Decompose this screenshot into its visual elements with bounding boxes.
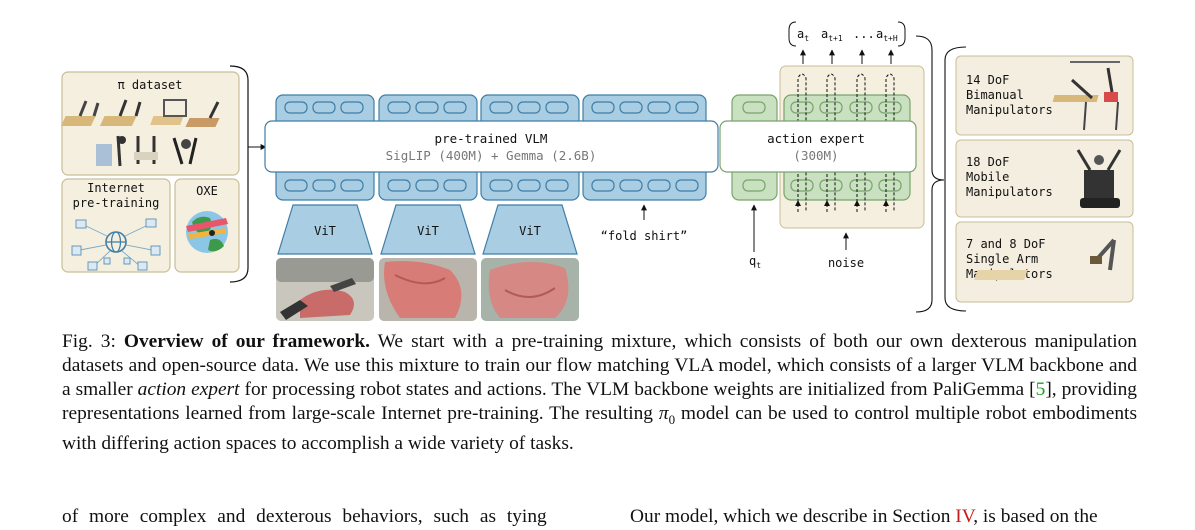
caption-part3: ], providing representations learned fro… — [62, 379, 1137, 424]
body-text-right: Our model, which we describe in Section … — [630, 506, 1140, 528]
robot-line: Mobile — [966, 170, 1009, 184]
action-label: at+1 — [821, 27, 843, 43]
bimanual-robot-icon — [1052, 61, 1120, 131]
svg-text:Bimanual: Bimanual — [966, 88, 1024, 102]
mobile-robot-icon — [1076, 149, 1122, 208]
vit-block — [277, 204, 373, 255]
oxe-panel: OXE — [174, 178, 240, 273]
dataset-bracket — [229, 65, 249, 283]
pretrained-vlm-bar: pre-trained VLM SigLIP (400M) + Gemma (2… — [264, 120, 719, 173]
vit-block — [380, 204, 476, 255]
prompt-text: “fold shirt” — [601, 229, 688, 243]
action-expert-subtitle: (300M) — [793, 148, 838, 163]
action-label: at+H — [876, 27, 898, 43]
robot-line: 18 DoF — [966, 155, 1009, 169]
robot-line: Single Arm — [966, 252, 1038, 266]
body-text-left: of more complex and dexterous behaviors,… — [62, 506, 547, 527]
oxe-globe-icon — [186, 211, 228, 253]
robot-panel: 18 DoF Mobile Manipulators — [955, 139, 1134, 218]
figure-caption: Fig. 3: Overview of our framework. We st… — [62, 330, 1137, 456]
robot-line: Bimanual — [966, 88, 1024, 102]
caption-part2: for processing robot states and actions.… — [239, 379, 1036, 400]
robot-panel: 7 and 8 DoF Single Arm Manipulators — [955, 221, 1134, 303]
robot-line: Manipulators — [966, 103, 1053, 117]
caption-pi: π — [658, 403, 669, 424]
flow-dashed-arrows — [797, 73, 895, 212]
caption-part1: We start with a pre-training mixture, wh… — [62, 331, 1137, 400]
state-label: qt — [749, 254, 761, 270]
caption-emph: action expert — [137, 379, 240, 400]
caption-part4: model can be used to control multiple ro… — [62, 403, 1137, 454]
camera-image-1 — [276, 258, 374, 321]
single-arm-robot-icon — [974, 238, 1116, 280]
svg-text:14 DoF: 14 DoF — [966, 73, 1009, 87]
pi-robot-thumbnails — [60, 99, 220, 167]
vit-label: ViT — [519, 224, 541, 238]
svg-text:Manipulators: Manipulators — [966, 103, 1053, 117]
robot-panel: 14 DoF Bimanual Manipulators — [955, 55, 1134, 136]
internet-label-line1: Internet — [87, 181, 145, 195]
vlm-title: pre-trained VLM — [435, 131, 548, 146]
noise-label: noise — [828, 256, 864, 270]
camera-image-2 — [379, 258, 477, 321]
caption-title: Overview of our framework. — [123, 331, 370, 352]
internet-label-line2: pre-training — [73, 196, 160, 210]
svg-text:18 DoF: 18 DoF — [966, 155, 1009, 169]
vit-label: ViT — [417, 224, 439, 238]
svg-text:Single Arm: Single Arm — [966, 252, 1038, 266]
camera-image-3 — [481, 258, 579, 321]
camera-images — [276, 258, 579, 321]
body-right-post: , is based on the — [973, 506, 1098, 527]
robot-line: 7 and 8 DoF — [966, 237, 1045, 251]
framework-figure: π dataset — [60, 21, 1134, 321]
svg-text:7 and 8 DoF: 7 and 8 DoF — [966, 237, 1045, 251]
vit-block — [482, 204, 578, 255]
pi-dataset-panel: π dataset — [60, 71, 240, 176]
svg-text:Mobile: Mobile — [966, 170, 1009, 184]
body-right-pre: Our model, which we describe in Section — [630, 506, 956, 527]
vlm-subtitle: SigLIP (400M) + Gemma (2.6B) — [386, 148, 597, 163]
robot-line: 14 DoF — [966, 73, 1009, 87]
action-expert-bar: action expert (300M) — [719, 120, 917, 173]
pi-dataset-label: π dataset — [117, 78, 182, 92]
action-label: at — [797, 27, 809, 43]
robot-panel-bracket — [944, 46, 967, 312]
caption-prefix: Fig. 3: — [62, 331, 124, 352]
internet-pretraining-panel: Internet pre-training — [61, 178, 171, 273]
vit-encoders: ViT ViT ViT — [277, 204, 578, 255]
section-link[interactable]: IV — [955, 506, 974, 527]
action-output-bracket — [788, 21, 906, 47]
action-output-arrows — [800, 49, 894, 64]
svg-text:Manipulators: Manipulators — [966, 185, 1053, 199]
caption-citation-link[interactable]: 5 — [1035, 379, 1046, 400]
oxe-label: OXE — [196, 184, 218, 198]
globe-network-icon — [71, 218, 161, 271]
action-expert-title: action expert — [767, 131, 865, 146]
action-label: ... — [853, 27, 875, 41]
robot-line: Manipulators — [966, 185, 1053, 199]
caption-pi-sub: 0 — [668, 411, 676, 427]
flow-arrowheads — [795, 200, 889, 206]
robot-brace — [915, 35, 945, 313]
vit-label: ViT — [314, 224, 336, 238]
